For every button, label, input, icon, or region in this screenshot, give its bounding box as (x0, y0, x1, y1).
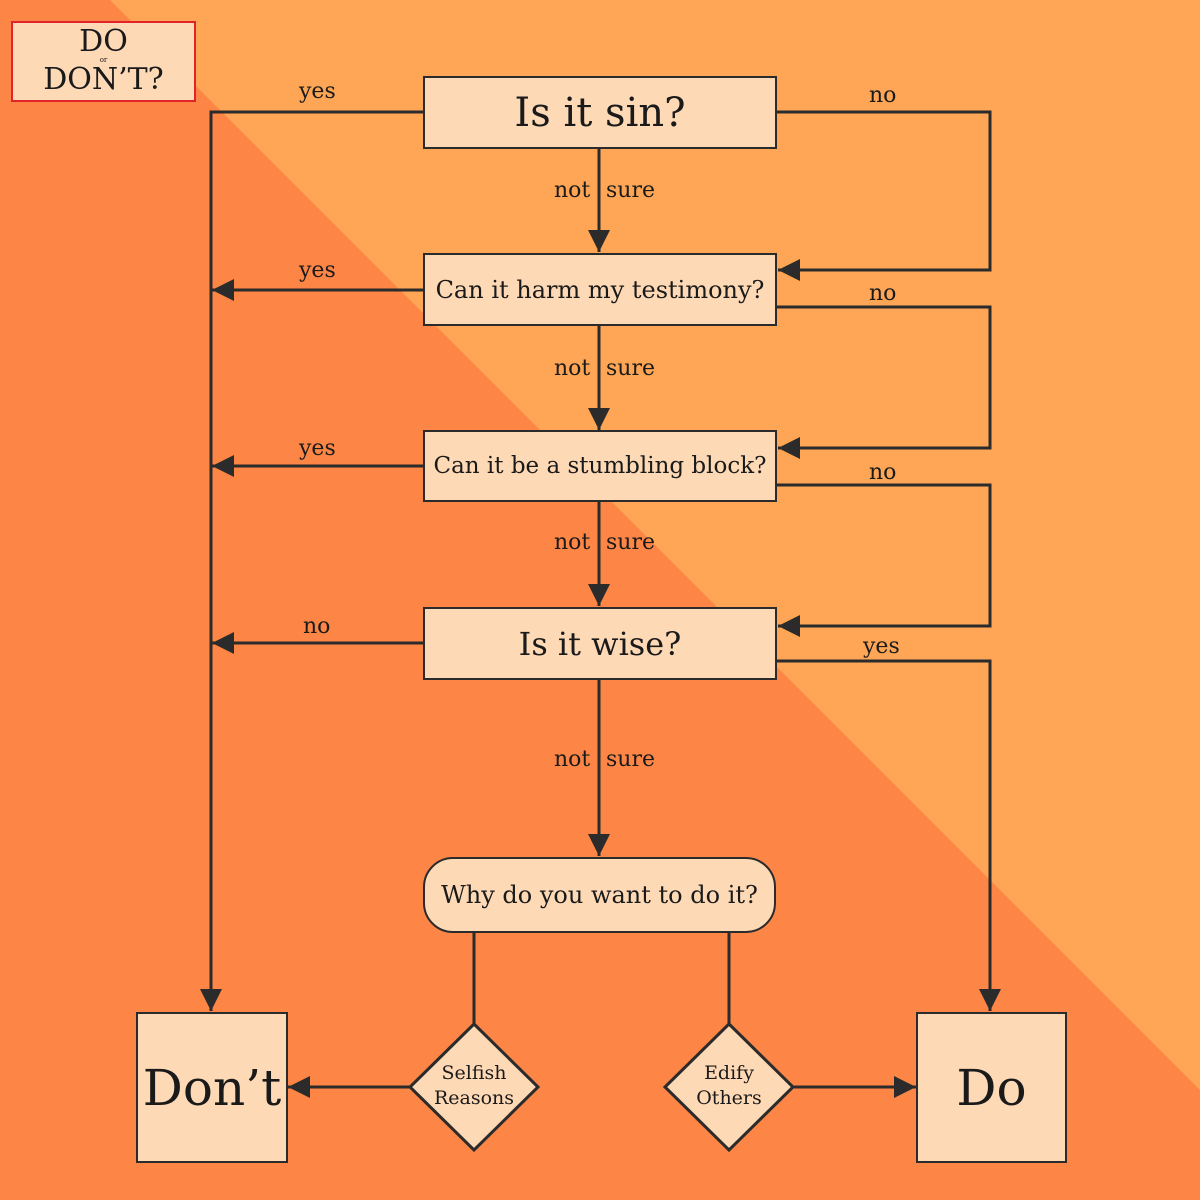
edify-line1: Edify (704, 1062, 754, 1084)
label-sin-yes: yes (299, 79, 336, 104)
node-why: Why do you want to do it? (423, 857, 776, 933)
label-testimony-not: not (554, 356, 591, 381)
label-wise-yes: yes (863, 634, 900, 659)
node-is-it-wise: Is it wise? (423, 607, 777, 680)
edge-wise-yes (777, 659, 1001, 1011)
label-testimony-sure: sure (606, 356, 655, 381)
label-testimony-no: no (869, 281, 897, 306)
label-sin-sure: sure (606, 178, 655, 203)
label-wise-no: no (303, 614, 331, 639)
selfish-line1: Selfish (441, 1062, 507, 1084)
node-stumbling-block: Can it be a stumbling block? (423, 430, 777, 502)
label-stumbling-yes: yes (299, 436, 336, 461)
edge-stumbling-no (777, 483, 992, 637)
diamond-text-edify: Edify Others (669, 1061, 789, 1111)
label-wise-not: not (554, 747, 591, 772)
label-sin-no: no (869, 83, 897, 108)
edify-diamond (662, 1021, 796, 1153)
logo-line-or: or (99, 56, 108, 64)
label-testimony-yes: yes (299, 258, 336, 283)
node-harm-testimony: Can it harm my testimony? (423, 253, 777, 326)
edge-sin-no (777, 110, 992, 281)
logo-line-dont: DON’T? (43, 62, 164, 97)
selfish-line2: Reasons (433, 1087, 515, 1109)
edge-sin-yes (200, 110, 423, 1011)
diamond-text-selfish: Selfish Reasons (414, 1061, 534, 1111)
logo: DO or DON’T? (11, 21, 196, 102)
logo-line-do: DO (79, 24, 128, 59)
selfish-diamond (407, 1021, 541, 1153)
node-is-it-sin: Is it sin? (423, 76, 777, 149)
node-do: Do (916, 1012, 1067, 1163)
edify-line2: Others (696, 1087, 762, 1109)
label-stumbling-sure: sure (606, 530, 655, 555)
label-sin-not: not (554, 178, 591, 203)
node-dont: Don’t (136, 1012, 288, 1163)
label-stumbling-not: not (554, 530, 591, 555)
edge-testimony-no (777, 305, 992, 459)
label-wise-sure: sure (606, 747, 655, 772)
label-stumbling-no: no (869, 460, 897, 485)
